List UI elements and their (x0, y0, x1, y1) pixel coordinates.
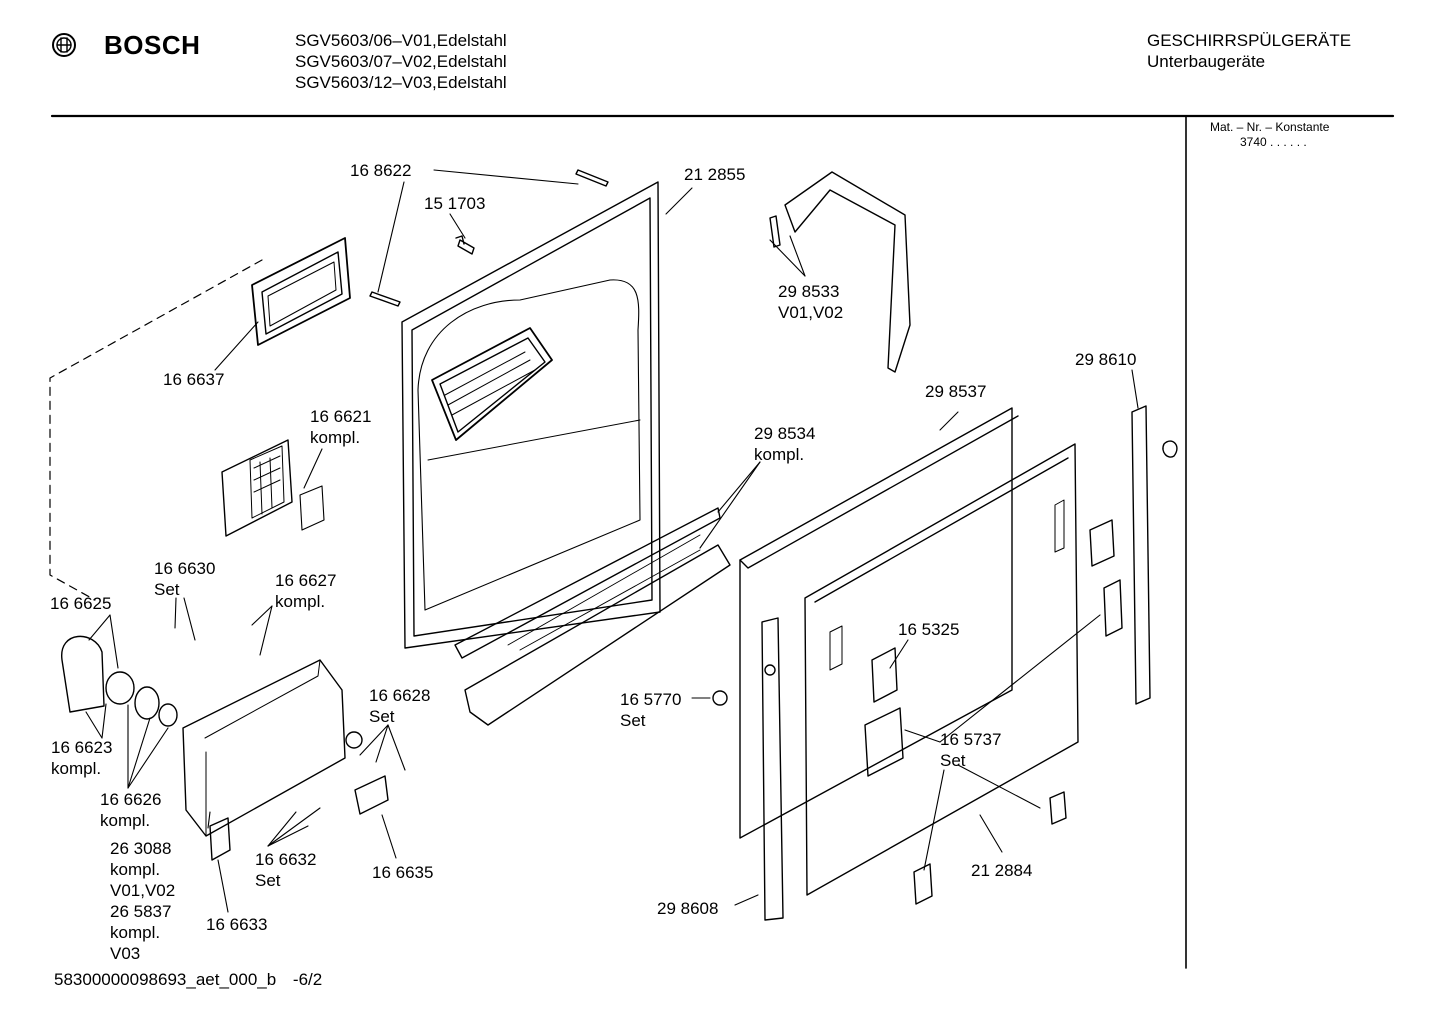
brand-name: BOSCH (104, 30, 201, 60)
mount-2-icon (913, 863, 933, 905)
leader-lines (85, 169, 1139, 913)
part-number: 16 5770 (620, 690, 682, 709)
part-note: V03 (110, 944, 141, 963)
bosch-logo-icon (52, 33, 76, 57)
part-label: 16 6627 kompl. (275, 570, 336, 612)
part-number: 26 5837 (110, 902, 172, 921)
matnr-value: 3740 . . . . . . (1240, 135, 1307, 149)
decor-frame-panel (804, 443, 1079, 896)
side-strip-right-part (1131, 405, 1151, 705)
model-list: SGV5603/06–V01,Edelstahl SGV5603/07–V02,… (295, 30, 507, 93)
hinge-icon (1089, 519, 1115, 567)
part-note: V01,V02 (110, 881, 176, 900)
plate-icon (1103, 579, 1123, 637)
part-label: 26 3088 kompl. V01,V02 26 5837 kompl. V0… (110, 838, 175, 964)
part-label: 21 2884 (971, 861, 1033, 880)
part-note: kompl. (310, 428, 361, 447)
part-number: 16 6628 (369, 686, 431, 705)
part-note: V01,V02 (778, 303, 844, 322)
part-label: 29 8533 V01,V02 (778, 281, 843, 323)
assembly-guide-line (49, 259, 263, 601)
part-label: 16 6635 (372, 863, 434, 882)
part-note: Set (154, 580, 180, 599)
part-note: Set (255, 871, 281, 890)
bracket-part (769, 171, 911, 373)
document-id: 58300000098693_aet_000_b -6/2 (54, 969, 322, 990)
part-note: Set (940, 751, 966, 770)
part-label: 29 8608 (657, 899, 719, 918)
part-number: 16 6621 (310, 407, 372, 426)
part-number: 16 6623 (51, 738, 113, 757)
mount-icon (1049, 791, 1067, 825)
part-label: 16 6632 Set (255, 849, 316, 891)
lower-strip-part (454, 507, 731, 726)
model-line: SGV5603/07–V02,Edelstahl (295, 52, 507, 71)
part-label: 21 2855 (684, 165, 746, 184)
part-label: 29 8610 (1075, 350, 1137, 369)
part-number: 16 6632 (255, 850, 317, 869)
page-number: -6/2 (292, 970, 323, 989)
part-label: 29 8537 (925, 382, 987, 401)
part-label: 16 6633 (206, 915, 268, 934)
window-frame-part (251, 237, 351, 346)
part-number: 16 6627 (275, 571, 337, 590)
part-note: kompl. (110, 923, 161, 942)
part-note: kompl. (110, 860, 161, 879)
part-label: 16 8622 (350, 161, 412, 180)
part-note: kompl. (275, 592, 326, 611)
part-label: 16 6630 Set (154, 558, 215, 600)
part-label: 16 6625 (50, 594, 112, 613)
side-strip-part (761, 617, 784, 921)
part-label: 16 6623 kompl. (51, 737, 112, 779)
part-label: 16 6626 kompl. (100, 789, 161, 831)
part-label: 16 5737 Set (940, 729, 1001, 771)
part-label: 16 6621 kompl. (310, 406, 371, 448)
subcategory-title: Unterbaugeräte (1147, 52, 1266, 71)
part-note: kompl. (51, 759, 102, 778)
part-label: 16 6628 Set (369, 685, 430, 727)
part-number: 16 5737 (940, 730, 1002, 749)
part-note: Set (620, 711, 646, 730)
document-id-text: 58300000098693_aet_000_b (54, 970, 277, 989)
outer-door-panel (739, 407, 1019, 839)
part-label: 29 8534 kompl. (754, 423, 815, 465)
part-note: kompl. (754, 445, 805, 464)
inner-door-panel (401, 181, 661, 649)
model-line: SGV5603/06–V01,Edelstahl (295, 31, 507, 50)
catch-icon (864, 707, 904, 777)
part-note: kompl. (100, 811, 151, 830)
category-title: GESCHIRRSPÜLGERÄTE (1147, 31, 1352, 50)
knob-icon (712, 690, 728, 706)
part-label: 15 1703 (424, 194, 486, 213)
part-number: 26 3088 (110, 839, 172, 858)
model-line: SGV5603/12–V03,Edelstahl (295, 73, 507, 92)
filter-module-part (221, 439, 325, 537)
latch-icon (871, 647, 898, 703)
part-number: 29 8534 (754, 424, 816, 443)
part-label: 16 5325 (898, 620, 960, 639)
matnr-label: Mat. – Nr. – Konstante (1210, 120, 1330, 134)
part-label: 16 5770 Set (620, 689, 681, 731)
part-label: 16 6637 (163, 370, 225, 389)
part-number: 16 6626 (100, 790, 162, 809)
clip-icon (1162, 440, 1178, 458)
control-unit-part (182, 659, 346, 837)
part-number: 16 6630 (154, 559, 216, 578)
side-strip-hole (764, 664, 776, 676)
part-number: 29 8533 (778, 282, 840, 301)
part-note: Set (369, 707, 395, 726)
screw-icon (369, 169, 609, 307)
control-knob-parts (61, 635, 389, 861)
